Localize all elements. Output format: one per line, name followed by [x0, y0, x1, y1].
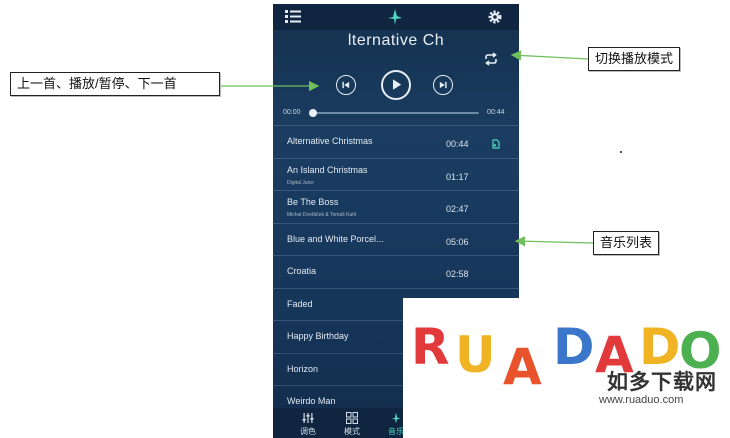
song-duration: 05:06 — [446, 236, 469, 247]
watermark-letter: D — [553, 318, 595, 376]
grid-icon — [346, 412, 358, 424]
tab-label: 模式 — [344, 427, 360, 436]
menu-icon[interactable] — [285, 10, 301, 23]
play-icon — [392, 79, 402, 90]
previous-button[interactable] — [336, 75, 356, 95]
playlist-row[interactable]: Happy Birthday — [273, 320, 519, 353]
watermark-letter: O — [679, 322, 722, 380]
phone-screen: lternative Ch 00:00 00:44 Alternative Ch… — [273, 4, 519, 438]
watermark-letter: U — [455, 326, 496, 384]
app-logo-icon — [388, 9, 402, 25]
song-artist: Digital Juice — [287, 179, 314, 186]
song-duration: 00:44 — [446, 139, 469, 149]
song-name: Croatia — [287, 266, 317, 276]
song-name: Be The Boss — [287, 197, 339, 207]
music-icon — [391, 412, 401, 424]
song-artist: Michal Dvořáček & Tomáš Kahl — [287, 212, 357, 218]
playlist-row[interactable]: Blue and White Porcel... 05:06 — [273, 222, 519, 256]
top-bar — [273, 4, 519, 30]
callout-controls: 上一首、播放/暂停、下一首 — [10, 72, 220, 96]
watermark-site-name: 如多下载网 — [607, 371, 717, 394]
tab-music[interactable]: 音乐 — [379, 412, 413, 437]
tab-equalizer[interactable]: 调色 — [291, 412, 325, 437]
callout-play-mode: 切换播放模式 — [588, 47, 681, 71]
repeat-mode-icon[interactable] — [483, 52, 499, 66]
previous-icon — [342, 81, 350, 89]
song-name: Faded — [287, 298, 313, 309]
callout-music-list: 音乐列表 — [593, 231, 660, 255]
watermark-letter: R — [411, 318, 450, 376]
playlist-row[interactable]: Faded — [273, 287, 519, 321]
watermark-url: www.ruaduo.com — [599, 394, 684, 406]
arrow-list — [514, 236, 594, 247]
song-duration: 02:47 — [446, 204, 469, 214]
song-name: Happy Birthday — [287, 331, 349, 341]
watermark-letter: A — [503, 338, 542, 396]
song-title: lternative Ch — [347, 32, 445, 49]
stray-dot — [620, 151, 622, 153]
playlist-row[interactable]: Weirdo Man — [273, 385, 519, 418]
tab-label: 调色 — [300, 427, 316, 436]
current-time: 00:00 — [283, 109, 301, 116]
song-name: Alternative Christmas — [287, 136, 373, 146]
play-pause-button[interactable] — [381, 70, 411, 100]
song-name: Blue and White Porcel... — [287, 233, 384, 244]
gear-icon[interactable] — [487, 9, 503, 25]
song-duration: 01:17 — [446, 171, 469, 182]
next-icon — [439, 81, 447, 89]
playlist-row[interactable]: Alternative Christmas 00:44 — [273, 125, 519, 158]
arrow-mode — [510, 50, 589, 61]
playlist-row[interactable]: Horizon — [273, 352, 519, 386]
tab-label: 音乐 — [388, 427, 404, 436]
progress-bar[interactable] — [309, 109, 479, 117]
watermark-letter: A — [595, 326, 634, 384]
song-name: Weirdo Man — [287, 396, 336, 406]
equalizer-icon — [302, 413, 314, 423]
next-button[interactable] — [433, 75, 453, 95]
song-name: An Island Christmas — [287, 164, 368, 175]
song-name: Horizon — [287, 363, 319, 374]
song-duration: 02:58 — [446, 269, 469, 279]
total-time: 00:44 — [487, 109, 505, 116]
progress-handle[interactable] — [309, 109, 317, 117]
watermark-letter: D — [639, 318, 681, 376]
music-list: Alternative Christmas 00:44 An Island Chri… — [273, 125, 519, 418]
playlist-row[interactable]: Croatia 02:58 — [273, 255, 519, 288]
tab-mode[interactable]: 模式 — [335, 412, 369, 437]
download-icon[interactable] — [491, 139, 501, 149]
